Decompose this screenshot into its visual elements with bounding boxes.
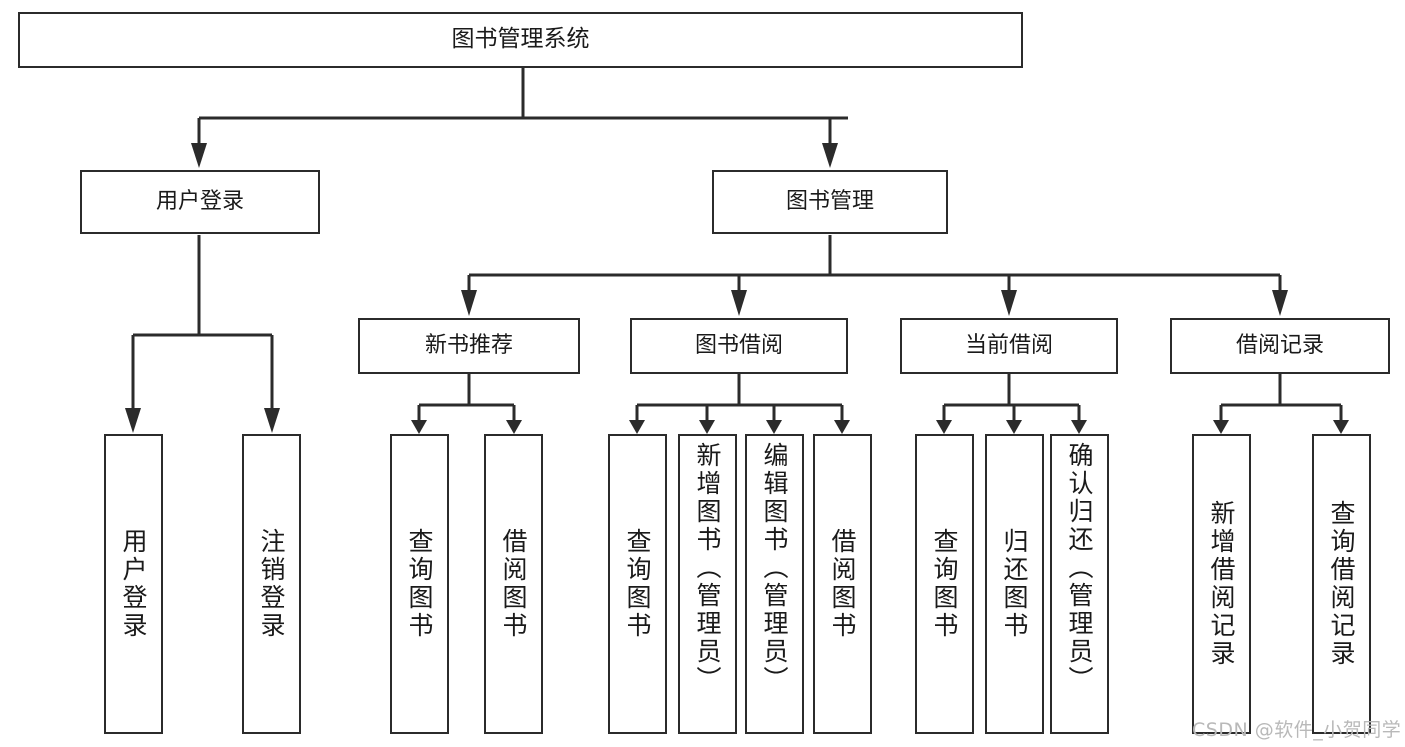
arrowhead-leaf-n2 [506,420,522,434]
arrowhead-leaf-r1 [1213,420,1229,434]
node-leaf-query-borrow-record[interactable]: 查询借阅记录 [1312,434,1371,734]
node-leaf-borrow-book-recommend[interactable]: 借阅图书 [484,434,543,734]
node-leaf-borrow-book-recommend-label: 借阅图书 [499,528,528,640]
node-current-borrow[interactable]: 当前借阅 [900,318,1118,374]
arrowhead-leaf-b1 [629,420,645,434]
node-new-book-recommend-label: 新书推荐 [424,333,513,359]
node-leaf-edit-book-admin-label: 编辑图书（管理员） [760,442,789,694]
node-current-borrow-label: 当前借阅 [964,333,1053,359]
arrowhead-current-borrow [1001,290,1017,316]
node-leaf-return-book[interactable]: 归还图书 [985,434,1044,734]
arrowhead-leaf-n1 [411,420,427,434]
node-leaf-add-book-admin-label: 新增图书（管理员） [693,442,722,694]
node-leaf-borrow-book-label: 借阅图书 [828,528,857,640]
arrowhead-leaf-b3 [766,420,782,434]
node-new-book-recommend[interactable]: 新书推荐 [358,318,580,374]
node-leaf-query-book-current[interactable]: 查询图书 [915,434,974,734]
arrowhead-leaf-u1 [125,408,141,433]
node-leaf-query-book-recommend[interactable]: 查询图书 [390,434,449,734]
arrowhead-new-book [461,290,477,316]
node-leaf-return-book-label: 归还图书 [1000,528,1029,640]
node-leaf-borrow-book[interactable]: 借阅图书 [813,434,872,734]
node-leaf-query-book-borrow-label: 查询图书 [623,528,652,640]
arrowhead-leaf-c1 [936,420,952,434]
arrowhead-leaf-b2 [699,420,715,434]
arrowhead-leaf-u2 [264,408,280,433]
node-leaf-confirm-return-admin[interactable]: 确认归还（管理员） [1050,434,1109,734]
node-leaf-logout-label: 注销登录 [257,528,286,640]
node-leaf-query-borrow-record-label: 查询借阅记录 [1327,500,1356,668]
arrowhead-leaf-c3 [1071,420,1087,434]
node-borrow-record-label: 借阅记录 [1235,333,1324,359]
arrowhead-user-login [191,143,207,168]
node-leaf-confirm-return-admin-label: 确认归还（管理员） [1065,442,1094,694]
node-leaf-query-book-current-label: 查询图书 [930,528,959,640]
node-leaf-add-book-admin[interactable]: 新增图书（管理员） [678,434,737,734]
arrowhead-leaf-c2 [1006,420,1022,434]
node-user-login-label: 用户登录 [155,189,244,215]
node-book-management-label: 图书管理 [785,189,874,215]
node-book-management[interactable]: 图书管理 [712,170,948,234]
watermark-text: CSDN @软件_小贺同学 [1192,719,1402,741]
node-leaf-query-book-recommend-label: 查询图书 [405,528,434,640]
node-leaf-edit-book-admin[interactable]: 编辑图书（管理员） [745,434,804,734]
node-leaf-add-borrow-record[interactable]: 新增借阅记录 [1192,434,1251,734]
node-book-borrow[interactable]: 图书借阅 [630,318,848,374]
arrowhead-leaf-b4 [834,420,850,434]
node-leaf-logout[interactable]: 注销登录 [242,434,301,734]
node-book-borrow-label: 图书借阅 [694,333,783,359]
arrowhead-leaf-r2 [1333,420,1349,434]
node-leaf-user-login[interactable]: 用户登录 [104,434,163,734]
arrowhead-borrow-record [1272,290,1288,316]
node-root-book-management-system[interactable]: 图书管理系统 [18,12,1023,68]
node-borrow-record[interactable]: 借阅记录 [1170,318,1390,374]
node-leaf-user-login-label: 用户登录 [119,528,148,640]
node-leaf-query-book-borrow[interactable]: 查询图书 [608,434,667,734]
node-root-label: 图书管理系统 [451,26,590,53]
node-user-login[interactable]: 用户登录 [80,170,320,234]
arrowhead-book-borrow [731,290,747,316]
node-leaf-add-borrow-record-label: 新增借阅记录 [1207,500,1236,668]
arrowhead-book-manage [822,143,838,168]
